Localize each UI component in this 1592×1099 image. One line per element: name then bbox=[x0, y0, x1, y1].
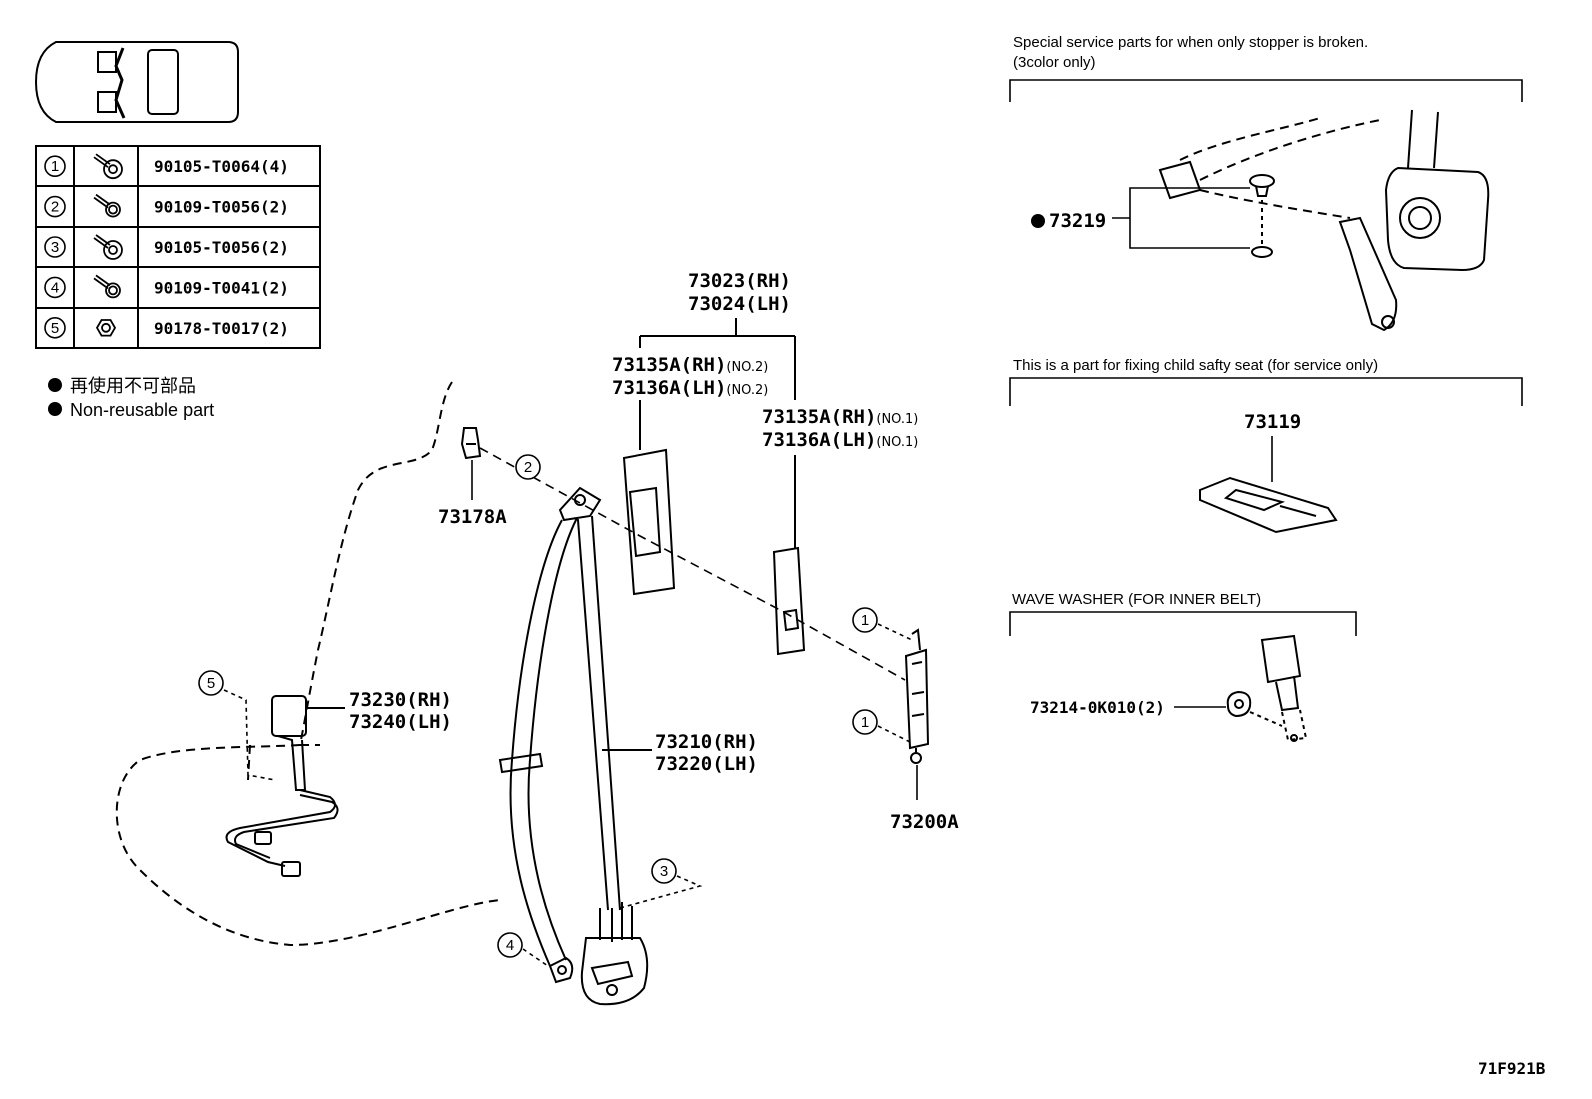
callout-3: 3 bbox=[619, 858, 703, 909]
ref-circle bbox=[44, 236, 66, 258]
part-label-cover-no2-lh: 73136A(LH)(NO.2) bbox=[612, 377, 768, 399]
table-row: 4 90109-T0041(2) bbox=[44, 274, 289, 299]
fastener-part-number: 90109-T0041(2) bbox=[154, 278, 289, 297]
part-bracket-73023 bbox=[639, 318, 796, 548]
svg-text:4: 4 bbox=[506, 937, 514, 954]
stopper-button-parts bbox=[1249, 174, 1275, 258]
inset-washer-bracket bbox=[1009, 611, 1357, 636]
callout-5: 5 bbox=[198, 670, 276, 781]
vehicle-location-icon bbox=[34, 41, 239, 123]
bolt-icon bbox=[93, 193, 121, 218]
svg-text:3: 3 bbox=[660, 863, 668, 880]
non-reusable-marker-icon bbox=[48, 402, 62, 416]
table-row: 2 90109-T0056(2) bbox=[44, 193, 289, 218]
table-row: 3 90105-T0056(2) bbox=[44, 234, 289, 260]
fastener-part-number: 90109-T0056(2) bbox=[154, 198, 289, 217]
seat-outline bbox=[115, 381, 501, 947]
part-label-wave-washer: 73214-0K010(2) bbox=[1030, 698, 1165, 717]
svg-text:1: 1 bbox=[861, 612, 869, 629]
part-label-73119: 73119 bbox=[1244, 411, 1301, 433]
inset-child-seat-note: This is a part for fixing child safty se… bbox=[1013, 357, 1378, 374]
ref-number: 4 bbox=[51, 279, 59, 296]
part-label-cover-no1-lh: 73136A(LH)(NO.1) bbox=[762, 429, 918, 451]
fastener-table bbox=[35, 145, 321, 349]
ref-circle bbox=[44, 276, 66, 299]
ref-circle bbox=[44, 195, 66, 218]
seat-belt-buckle bbox=[225, 695, 339, 877]
belt-guide-clip bbox=[460, 427, 482, 460]
ref-circle bbox=[44, 316, 66, 339]
flange-bolt-icon bbox=[93, 153, 123, 180]
child-seat-anchor-plate bbox=[1199, 476, 1338, 534]
callout-2: 2 bbox=[515, 454, 541, 480]
inner-belt-buckle bbox=[1249, 634, 1308, 742]
part-label-cover-no1-rh: 73135A(RH)(NO.1) bbox=[762, 406, 918, 428]
inset-washer-note: WAVE WASHER (FOR INNER BELT) bbox=[1012, 591, 1261, 608]
table-row: 1 90105-T0064(4) bbox=[44, 153, 289, 180]
ref-number: 3 bbox=[51, 239, 59, 256]
part-label-73024: 73024(LH) bbox=[688, 293, 791, 315]
seat-belt-assembly bbox=[498, 486, 649, 1006]
wave-washer-icon bbox=[1226, 690, 1252, 718]
svg-text:2: 2 bbox=[524, 459, 532, 476]
fastener-part-number: 90105-T0064(4) bbox=[154, 157, 289, 176]
ref-number: 1 bbox=[51, 158, 59, 175]
svg-text:1: 1 bbox=[861, 714, 869, 731]
ref-circle bbox=[44, 155, 66, 177]
part-label-buckle-lh: 73240(LH) bbox=[349, 711, 452, 733]
part-label-belt-lh: 73220(LH) bbox=[655, 753, 758, 775]
retractor-illustration bbox=[1158, 109, 1490, 332]
ref-number: 2 bbox=[51, 199, 59, 216]
svg-text:5: 5 bbox=[207, 675, 215, 692]
part-label-clip: 73178A bbox=[438, 506, 507, 528]
table-row: 5 90178-T0017(2) bbox=[44, 316, 289, 339]
nut-icon bbox=[95, 319, 117, 337]
callout-4: 4 bbox=[497, 932, 549, 967]
bolt-icon bbox=[93, 274, 121, 299]
inset-child-seat-bracket bbox=[1009, 377, 1523, 406]
inset-stopper-bracket bbox=[1009, 79, 1523, 102]
inset-stopper-note-line2: (3color only) bbox=[1013, 54, 1096, 71]
non-reusable-marker-icon bbox=[48, 378, 62, 392]
part-label-adjuster: 73200A bbox=[890, 811, 959, 833]
fastener-part-number: 90105-T0056(2) bbox=[154, 238, 289, 257]
part-label-cover-no2-rh: 73135A(RH)(NO.2) bbox=[612, 354, 768, 376]
cover-no1 bbox=[772, 546, 806, 656]
assembly-line-upper bbox=[479, 447, 906, 681]
cover-no2 bbox=[622, 448, 676, 596]
part-label-73023: 73023(RH) bbox=[688, 270, 791, 292]
part-label-73219: 73219 bbox=[1049, 210, 1106, 232]
shoulder-belt-anchor-adjuster bbox=[904, 628, 930, 764]
legend: 再使用不可部品 Non-reusable part bbox=[48, 376, 214, 420]
figure-code: 71F921B bbox=[1478, 1059, 1546, 1078]
callout-1-lower: 1 bbox=[852, 709, 911, 743]
part-label-belt-rh: 73210(RH) bbox=[655, 731, 758, 753]
callout-1-upper: 1 bbox=[852, 607, 913, 641]
flange-bolt-icon bbox=[93, 234, 123, 260]
non-reusable-marker-icon bbox=[1031, 214, 1045, 228]
fastener-part-number: 90178-T0017(2) bbox=[154, 319, 289, 338]
part-label-buckle-rh: 73230(RH) bbox=[349, 689, 452, 711]
inset-stopper-note-line1: Special service parts for when only stop… bbox=[1013, 34, 1368, 51]
legend-english: Non-reusable part bbox=[70, 400, 214, 420]
ref-number: 5 bbox=[51, 320, 59, 337]
leader-73219 bbox=[1112, 187, 1250, 249]
legend-japanese: 再使用不可部品 bbox=[70, 376, 196, 396]
